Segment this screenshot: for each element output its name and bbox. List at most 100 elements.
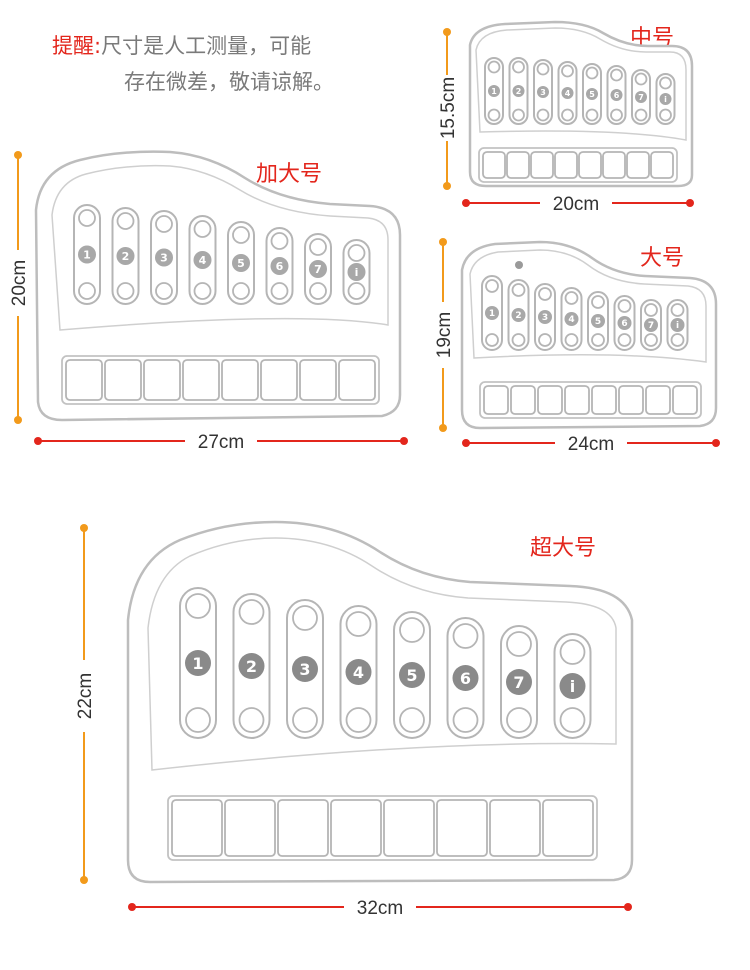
piano-pad bbox=[436, 799, 488, 857]
piano-pad bbox=[383, 799, 435, 857]
key-hole bbox=[232, 282, 250, 300]
dim-medium-width: 20cm bbox=[553, 194, 599, 215]
key-number-badge bbox=[586, 88, 598, 100]
dim-medium-height: 15.5cm bbox=[438, 77, 459, 139]
piano-pad bbox=[260, 359, 298, 401]
key-number: 7 bbox=[638, 93, 644, 102]
dim-dot bbox=[14, 416, 22, 424]
key-number-badge bbox=[670, 318, 685, 332]
dim-large-width: 24cm bbox=[568, 434, 614, 455]
key-hole bbox=[559, 707, 586, 733]
key-hole bbox=[506, 631, 532, 657]
piano-pad bbox=[299, 359, 337, 401]
key-number-badge bbox=[512, 85, 525, 97]
key-number: 5 bbox=[406, 666, 417, 685]
key-hole bbox=[506, 707, 532, 733]
key-hole bbox=[511, 283, 526, 297]
piano-pad bbox=[564, 385, 590, 415]
piano-pad bbox=[182, 359, 220, 401]
large-pads bbox=[479, 381, 702, 419]
key-number: 5 bbox=[595, 317, 601, 327]
size-label-xlarge: 加大号 bbox=[256, 162, 323, 187]
key-number: i bbox=[355, 266, 359, 279]
key-number-badge bbox=[116, 247, 135, 265]
key-hole bbox=[561, 64, 574, 78]
key-number: 3 bbox=[160, 251, 168, 264]
key-number-badge bbox=[635, 91, 647, 103]
key-number: 1 bbox=[489, 309, 495, 319]
key-number: 2 bbox=[246, 657, 257, 676]
dim-dot bbox=[80, 524, 88, 532]
key-hole bbox=[292, 605, 318, 631]
key-number-badge bbox=[537, 86, 549, 98]
key-number: 5 bbox=[237, 257, 245, 270]
key-hole bbox=[270, 282, 289, 300]
key-hole bbox=[644, 333, 658, 347]
piano-pad bbox=[618, 385, 644, 415]
dim-dot bbox=[443, 182, 451, 190]
key-number-badge bbox=[564, 312, 579, 326]
key-hole bbox=[485, 279, 499, 293]
key-number: 6 bbox=[614, 91, 620, 100]
key-number-badge bbox=[610, 89, 623, 101]
key-number-badge bbox=[511, 308, 526, 322]
key-hole bbox=[270, 232, 289, 250]
piano-pad bbox=[542, 799, 594, 857]
key-hole bbox=[617, 299, 632, 313]
key-hole bbox=[670, 333, 685, 347]
key-number: 7 bbox=[513, 673, 524, 692]
key-hole bbox=[193, 282, 212, 300]
piano-pad bbox=[330, 799, 382, 857]
key-hole bbox=[116, 282, 135, 300]
dim-xlarge-height: 20cm bbox=[9, 260, 30, 306]
key-number-badge bbox=[345, 659, 372, 685]
piano-pad bbox=[602, 151, 626, 179]
notice-line2: 存在微差，敬请谅解。 bbox=[124, 70, 334, 94]
key-hole bbox=[185, 593, 211, 619]
key-number: i bbox=[664, 95, 667, 104]
piano-pad bbox=[537, 385, 563, 415]
piano-pad bbox=[510, 385, 536, 415]
dim-dot bbox=[80, 876, 88, 884]
key-number: i bbox=[676, 321, 679, 331]
dim-dot bbox=[400, 437, 408, 445]
key-number-badge bbox=[399, 662, 425, 688]
key-hole bbox=[659, 76, 672, 90]
key-number-badge bbox=[292, 656, 318, 682]
key-number-badge bbox=[644, 318, 658, 332]
key-hole bbox=[155, 282, 173, 300]
key-number-badge bbox=[232, 254, 250, 272]
piano-pad bbox=[482, 151, 506, 179]
key-number: 4 bbox=[353, 663, 364, 682]
key-number: 4 bbox=[199, 254, 207, 267]
key-number: 2 bbox=[122, 250, 130, 263]
key-number: 2 bbox=[516, 87, 522, 96]
key-number-badge bbox=[270, 257, 289, 275]
dim-dot bbox=[14, 151, 22, 159]
key-number: i bbox=[570, 677, 575, 696]
piano-pad bbox=[143, 359, 181, 401]
key-hole bbox=[670, 303, 685, 317]
key-hole bbox=[564, 333, 579, 347]
pad-frame bbox=[167, 795, 598, 861]
key-hole bbox=[487, 108, 501, 122]
key-hole bbox=[511, 333, 526, 347]
piano-pad bbox=[530, 151, 554, 179]
key-hole bbox=[538, 287, 552, 301]
piano-pad bbox=[171, 799, 223, 857]
key-number-badge bbox=[238, 653, 265, 679]
dim-dot bbox=[462, 439, 470, 447]
key-hole bbox=[185, 707, 211, 733]
piano-pad bbox=[578, 151, 602, 179]
dim-large-height: 19cm bbox=[434, 312, 455, 358]
size-label-large: 大号 bbox=[640, 246, 685, 271]
key-number-badge bbox=[561, 87, 574, 99]
key-hole bbox=[591, 295, 605, 309]
key-number: 3 bbox=[542, 313, 548, 323]
key-number-badge bbox=[193, 251, 212, 269]
key-number-badge bbox=[559, 673, 586, 699]
